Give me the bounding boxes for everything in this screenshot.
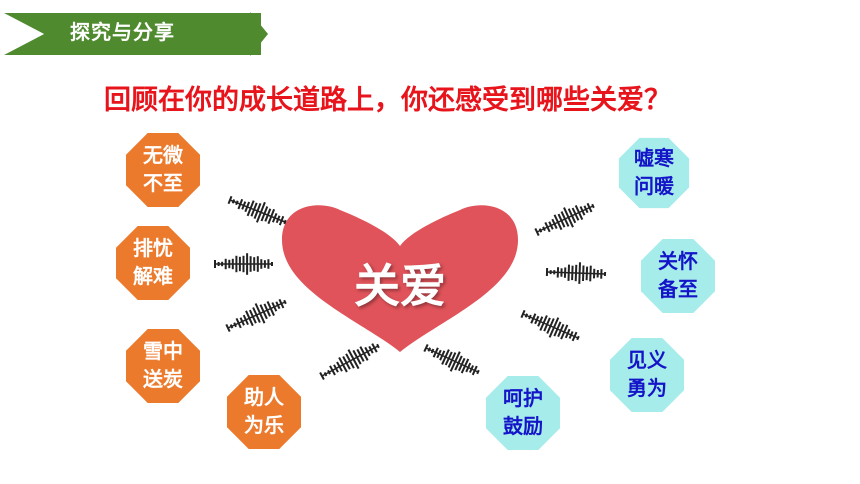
connector-left-4 (319, 343, 380, 380)
connector-lines (214, 195, 607, 380)
heart-label: 关爱 (354, 259, 446, 313)
heart-shape (282, 205, 518, 352)
octagon-group (116, 133, 715, 450)
connector-right-4 (423, 343, 480, 376)
right-item-1-label: 嘘寒问暖 (634, 146, 674, 198)
section-title: 探究与分享 (70, 20, 175, 44)
left-item-2-octagon (116, 226, 190, 300)
right-item-4-label: 呵护鼓励 (503, 386, 543, 438)
left-item-2-label: 排忧解难 (133, 236, 173, 288)
connector-right-2 (545, 262, 607, 284)
right-item-2-label: 关怀备至 (658, 249, 698, 301)
left-item-1-label: 无微不至 (143, 143, 183, 195)
right-item-1-octagon (618, 137, 690, 209)
left-item-4-label: 助人为乐 (244, 385, 284, 437)
connector-left-3 (225, 298, 287, 333)
connector-left-1 (227, 195, 287, 226)
connector-left-2 (214, 253, 273, 275)
question-title: 回顾在你的成长道路上，你还感受到哪些关爱？ (104, 85, 671, 116)
left-item-3-octagon (126, 329, 200, 403)
connector-right-3 (520, 309, 580, 342)
right-item-3-label: 见义勇为 (627, 348, 667, 400)
right-item-2-octagon (641, 239, 715, 313)
right-item-3-octagon (610, 338, 684, 412)
left-item-4-octagon (227, 375, 301, 449)
left-item-3-label: 雪中送炭 (143, 339, 183, 391)
connector-right-1 (534, 202, 595, 237)
left-item-1-octagon (126, 133, 200, 207)
section-banner (0, 11, 268, 57)
right-item-4-octagon (486, 376, 560, 450)
